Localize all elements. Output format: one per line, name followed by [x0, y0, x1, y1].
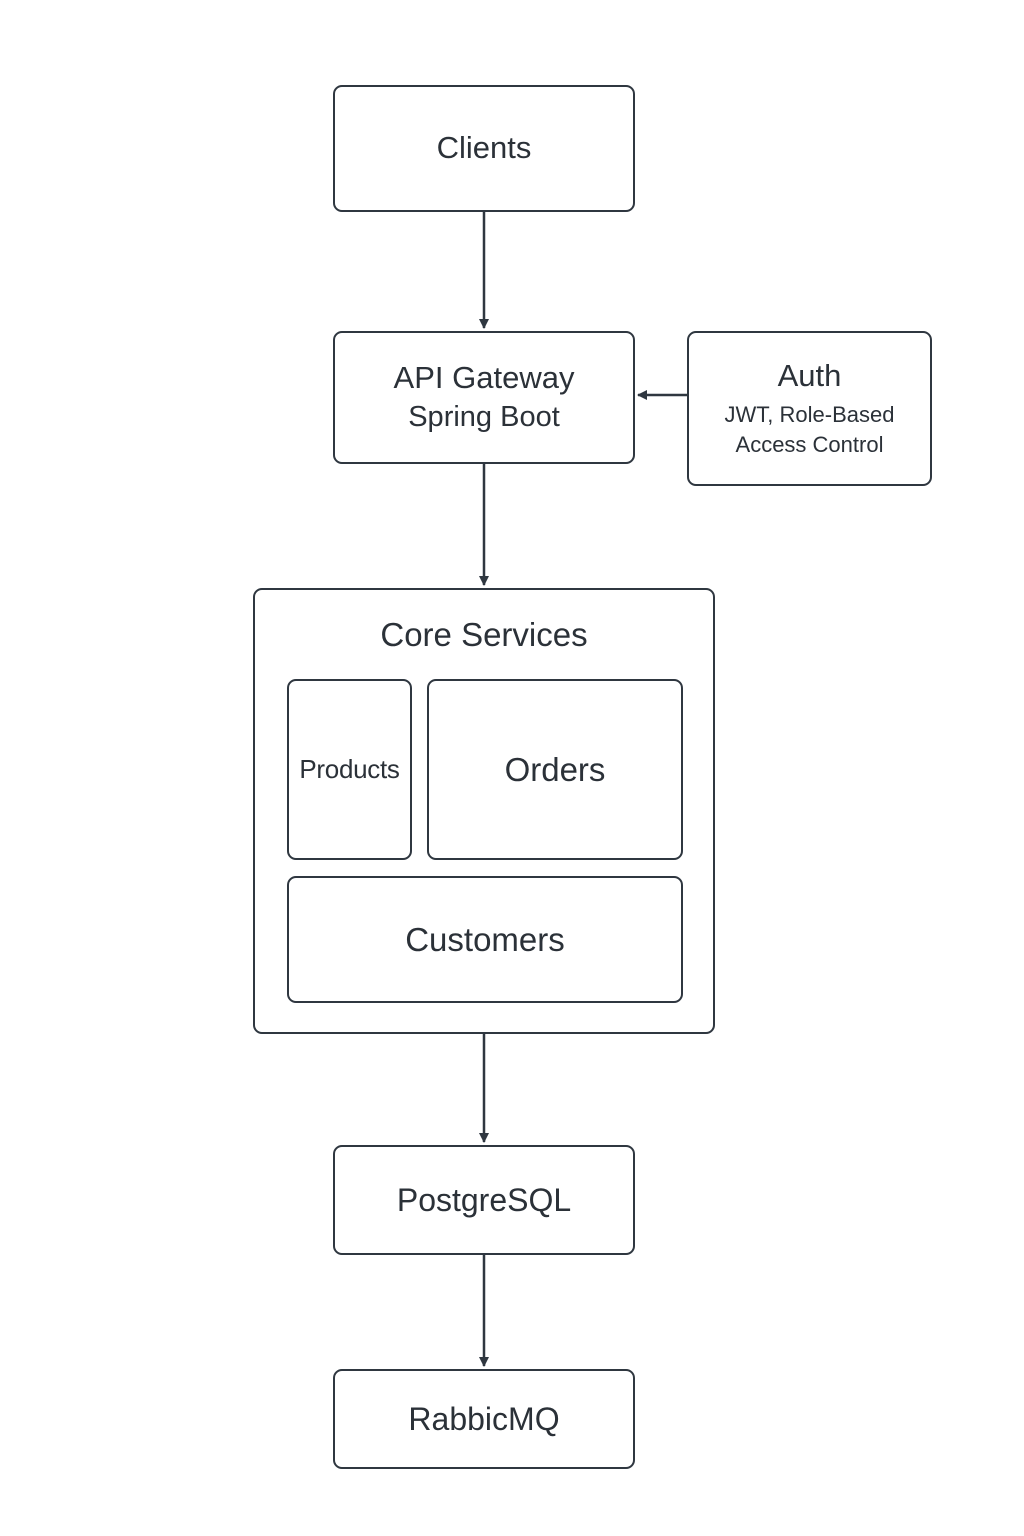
core-services-title: Core Services — [380, 616, 588, 653]
auth-title: Auth — [777, 357, 842, 393]
auth-detail-line-2: Access Control — [735, 431, 884, 457]
customers-node: Customers — [287, 876, 683, 1003]
rabbitmq-node: RabbicMQ — [333, 1369, 635, 1469]
postgresql-label: PostgreSQL — [396, 1181, 572, 1218]
orders-label: Orders — [504, 750, 606, 788]
orders-node: Orders — [427, 679, 683, 860]
postgresql-node: PostgreSQL — [333, 1145, 635, 1255]
customers-label: Customers — [405, 920, 565, 958]
api-gateway-title: API Gateway — [393, 359, 575, 395]
clients-node: Clients — [333, 85, 635, 212]
products-label: Products — [299, 754, 400, 784]
rabbitmq-label: RabbicMQ — [408, 1400, 560, 1437]
api-gateway-node: API Gateway Spring Boot — [333, 331, 635, 464]
clients-label: Clients — [436, 130, 532, 166]
products-node: Products — [287, 679, 412, 860]
auth-node: Auth JWT, Role-Based Access Control — [687, 331, 932, 486]
api-gateway-subtitle: Spring Boot — [408, 401, 560, 434]
auth-detail-line-1: JWT, Role-Based — [724, 401, 895, 427]
